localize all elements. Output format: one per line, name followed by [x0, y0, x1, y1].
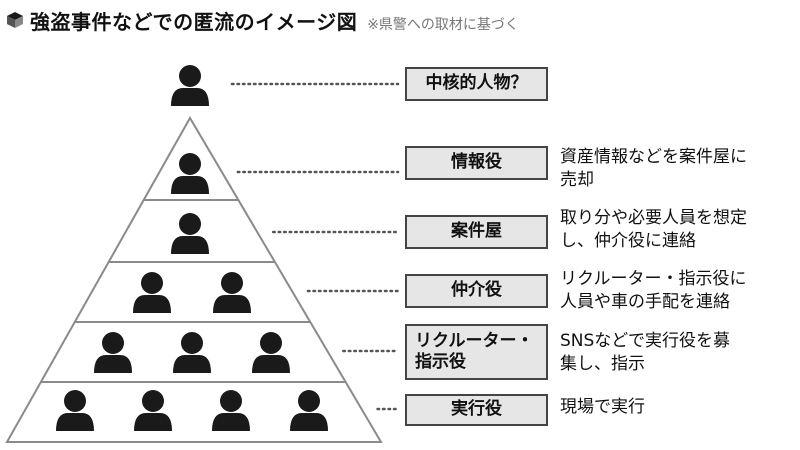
person-icon — [213, 272, 251, 313]
person-icon — [171, 65, 209, 106]
person-icon — [212, 390, 250, 431]
role-description: 資産情報などを案件屋に売却 — [560, 147, 747, 190]
person-icon — [56, 390, 94, 431]
cube-icon — [7, 12, 23, 28]
person-icon — [173, 332, 211, 373]
role-description: 取り分や必要人員を想定し、仲介役に連絡 — [560, 208, 747, 251]
role-box: 仲介役 — [405, 274, 548, 308]
header: 強盗事件などでの匿流のイメージ図 ※県警への取材に基づく — [6, 6, 519, 34]
role-box: 実行役 — [405, 394, 548, 426]
role-box: 案件屋 — [405, 215, 548, 249]
role-box: リクルーター・指示役 — [405, 324, 548, 380]
person-icon — [252, 332, 290, 373]
person-icon — [134, 390, 172, 431]
person-icon — [171, 213, 209, 254]
role-box: 中核的人物？ — [405, 67, 548, 101]
role-box: 情報役 — [405, 146, 548, 180]
person-icon — [133, 272, 171, 313]
person-icon — [171, 153, 209, 194]
role-description: 現場で実行 — [560, 397, 645, 417]
person-icon — [290, 390, 328, 431]
person-icon — [94, 332, 132, 373]
page-title: 強盗事件などでの匿流のイメージ図 — [30, 10, 358, 34]
role-description: リクルーター・指示役に人員や車の手配を連絡 — [560, 269, 747, 312]
source-note: ※県警への取材に基づく — [367, 17, 519, 33]
role-description: SNSなどで実行役を募集し、指示 — [560, 331, 730, 374]
